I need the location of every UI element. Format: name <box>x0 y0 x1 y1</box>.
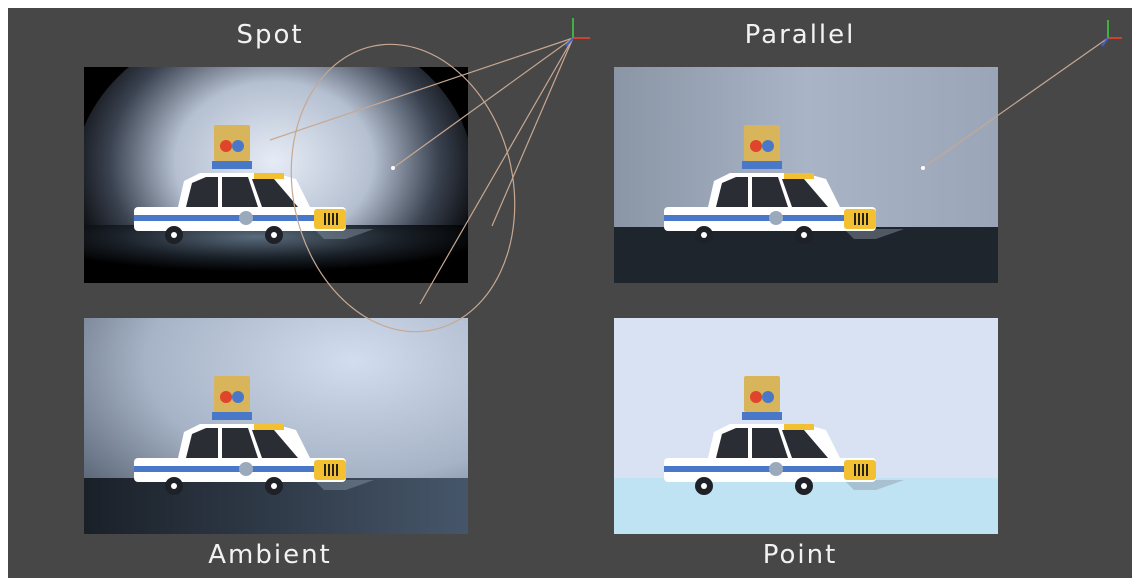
panel-spot[interactable] <box>84 67 468 283</box>
label-point: Point <box>762 540 838 570</box>
label-spot: Spot <box>236 20 304 50</box>
viewport-canvas: Spot Parallel Ambient Point <box>8 8 1132 578</box>
label-ambient: Ambient <box>208 540 332 570</box>
panel-point[interactable] <box>614 318 998 534</box>
panel-parallel[interactable] <box>614 67 998 283</box>
panel-ambient[interactable] <box>84 318 468 534</box>
label-parallel: Parallel <box>744 20 856 50</box>
